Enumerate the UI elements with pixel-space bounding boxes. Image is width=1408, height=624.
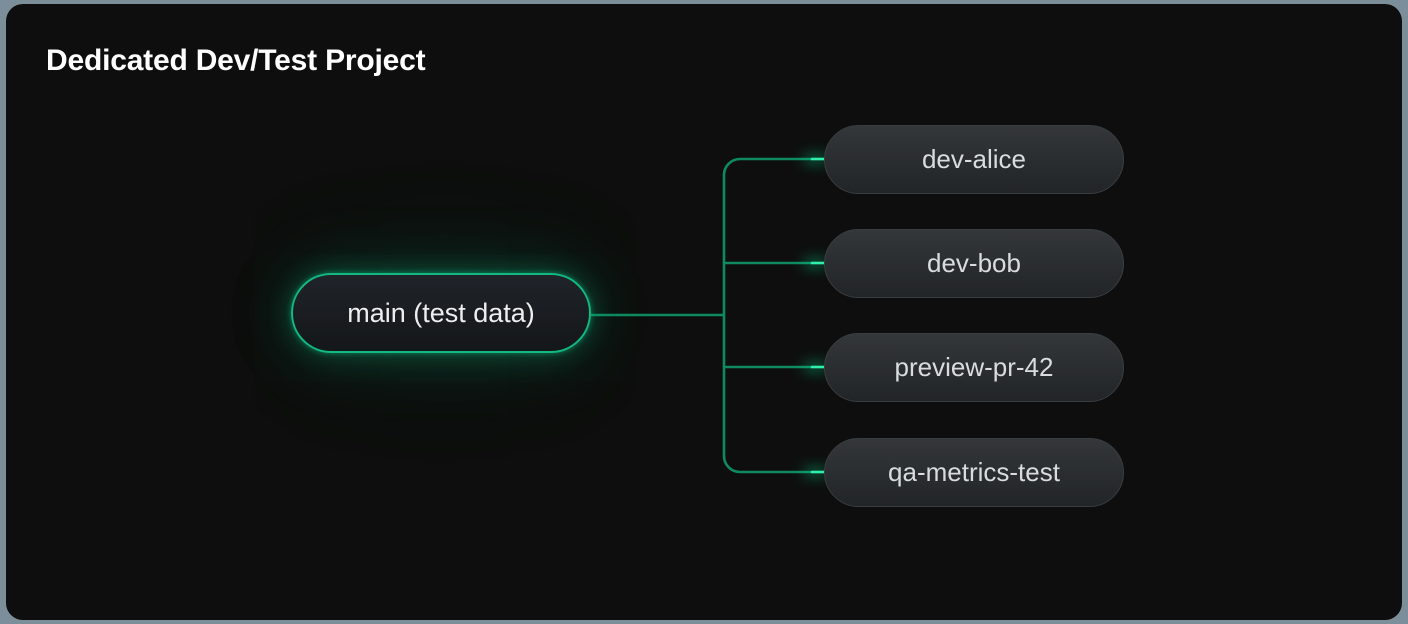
connector-branch-0 (722, 157, 824, 176)
node-main-label: main (test data) (347, 297, 535, 328)
diagram-card: Dedicated Dev/Test Project (6, 4, 1402, 620)
node-branch-label: dev-alice (921, 144, 1027, 174)
node-branch-preview-pr-42[interactable]: preview-pr-42 (824, 333, 1124, 402)
node-branch-dev-bob[interactable]: dev-bob (824, 229, 1124, 298)
node-branch-qa-metrics-test[interactable]: qa-metrics-test (824, 438, 1124, 507)
node-branch-dev-alice[interactable]: dev-alice (824, 125, 1124, 194)
node-branch-label: preview-pr-42 (894, 352, 1054, 382)
node-main[interactable]: main (test data) (223, 205, 659, 421)
connector-branch-3 (722, 455, 824, 474)
connector-lines (591, 157, 827, 474)
branch-tree-diagram: main (test data) dev-alice dev-bob previ… (6, 4, 1402, 620)
node-branch-label: qa-metrics-test (888, 457, 1060, 487)
page-title: Dedicated Dev/Test Project (46, 44, 426, 77)
node-branch-label: dev-bob (927, 248, 1021, 278)
